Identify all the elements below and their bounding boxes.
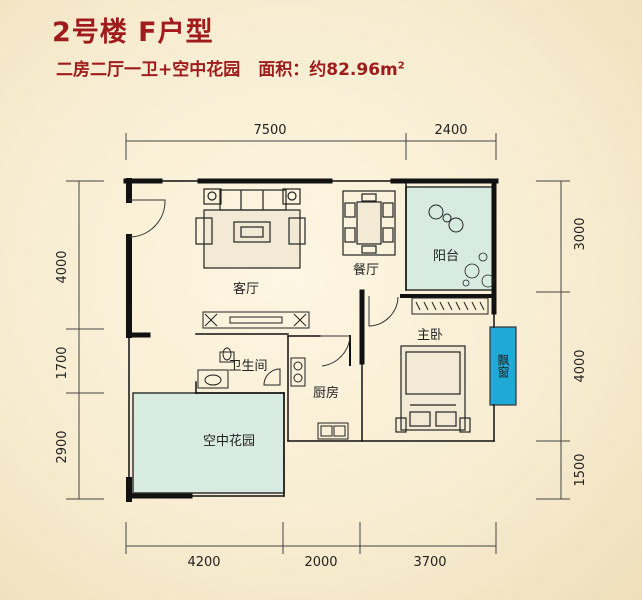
dim-top-2: 2400 (434, 123, 467, 138)
area-unit-superscript: 2 (397, 60, 405, 72)
toilet-icon (219, 347, 235, 363)
layout-description: 二房二厅一卫+空中花园 (56, 60, 241, 80)
dim-right-2: 4000 (573, 349, 588, 382)
dim-left-1: 4000 (55, 250, 70, 283)
room-label-kitchen: 厨房 (313, 385, 339, 401)
page-title: 2号楼 F户型 (52, 17, 214, 48)
sky-garden-area (132, 392, 285, 494)
stove-icon (290, 357, 306, 387)
page-subtitle: 二房二厅一卫+空中花园面积：约82.96m2 (56, 55, 405, 80)
room-label-balcony: 阳台 (433, 249, 459, 264)
area-label: 面积：约82.96m (258, 60, 398, 80)
dim-top-1: 7500 (253, 123, 286, 138)
double-bed-icon (395, 345, 471, 433)
dim-left-2: 1700 (55, 346, 70, 379)
dining-table-icon (342, 190, 396, 256)
dim-right-1: 3000 (573, 217, 588, 250)
dim-left-3: 2900 (55, 430, 70, 463)
dim-bottom-3: 3700 (413, 555, 446, 570)
dimension-lines (66, 133, 570, 554)
room-label-living: 客厅 (233, 281, 259, 297)
dim-bottom-1: 4200 (187, 555, 220, 570)
doors (128, 199, 399, 367)
balcony-area (405, 186, 495, 291)
room-label-bay-window: 飘窗 (496, 354, 510, 379)
wardrobe-icon (411, 297, 489, 315)
room-label-sky-garden: 空中花园 (203, 433, 255, 449)
room-label-master-bedroom: 主卧 (417, 328, 443, 343)
room-label-bathroom: 卫生间 (228, 359, 267, 374)
washbasin-icon (197, 369, 229, 389)
tv-cabinet-icon (202, 311, 310, 329)
dim-bottom-2: 2000 (304, 555, 337, 570)
sofa-set-icon (195, 188, 306, 269)
dim-right-3: 1500 (573, 453, 588, 486)
balcony-chairs-icon (428, 204, 464, 233)
bay-window-area (489, 326, 517, 406)
plant-icon (462, 252, 495, 288)
shower-icon (263, 368, 281, 386)
kitchen-sink-icon (317, 422, 349, 440)
walls (123, 178, 499, 502)
room-label-dining: 餐厅 (353, 262, 379, 278)
